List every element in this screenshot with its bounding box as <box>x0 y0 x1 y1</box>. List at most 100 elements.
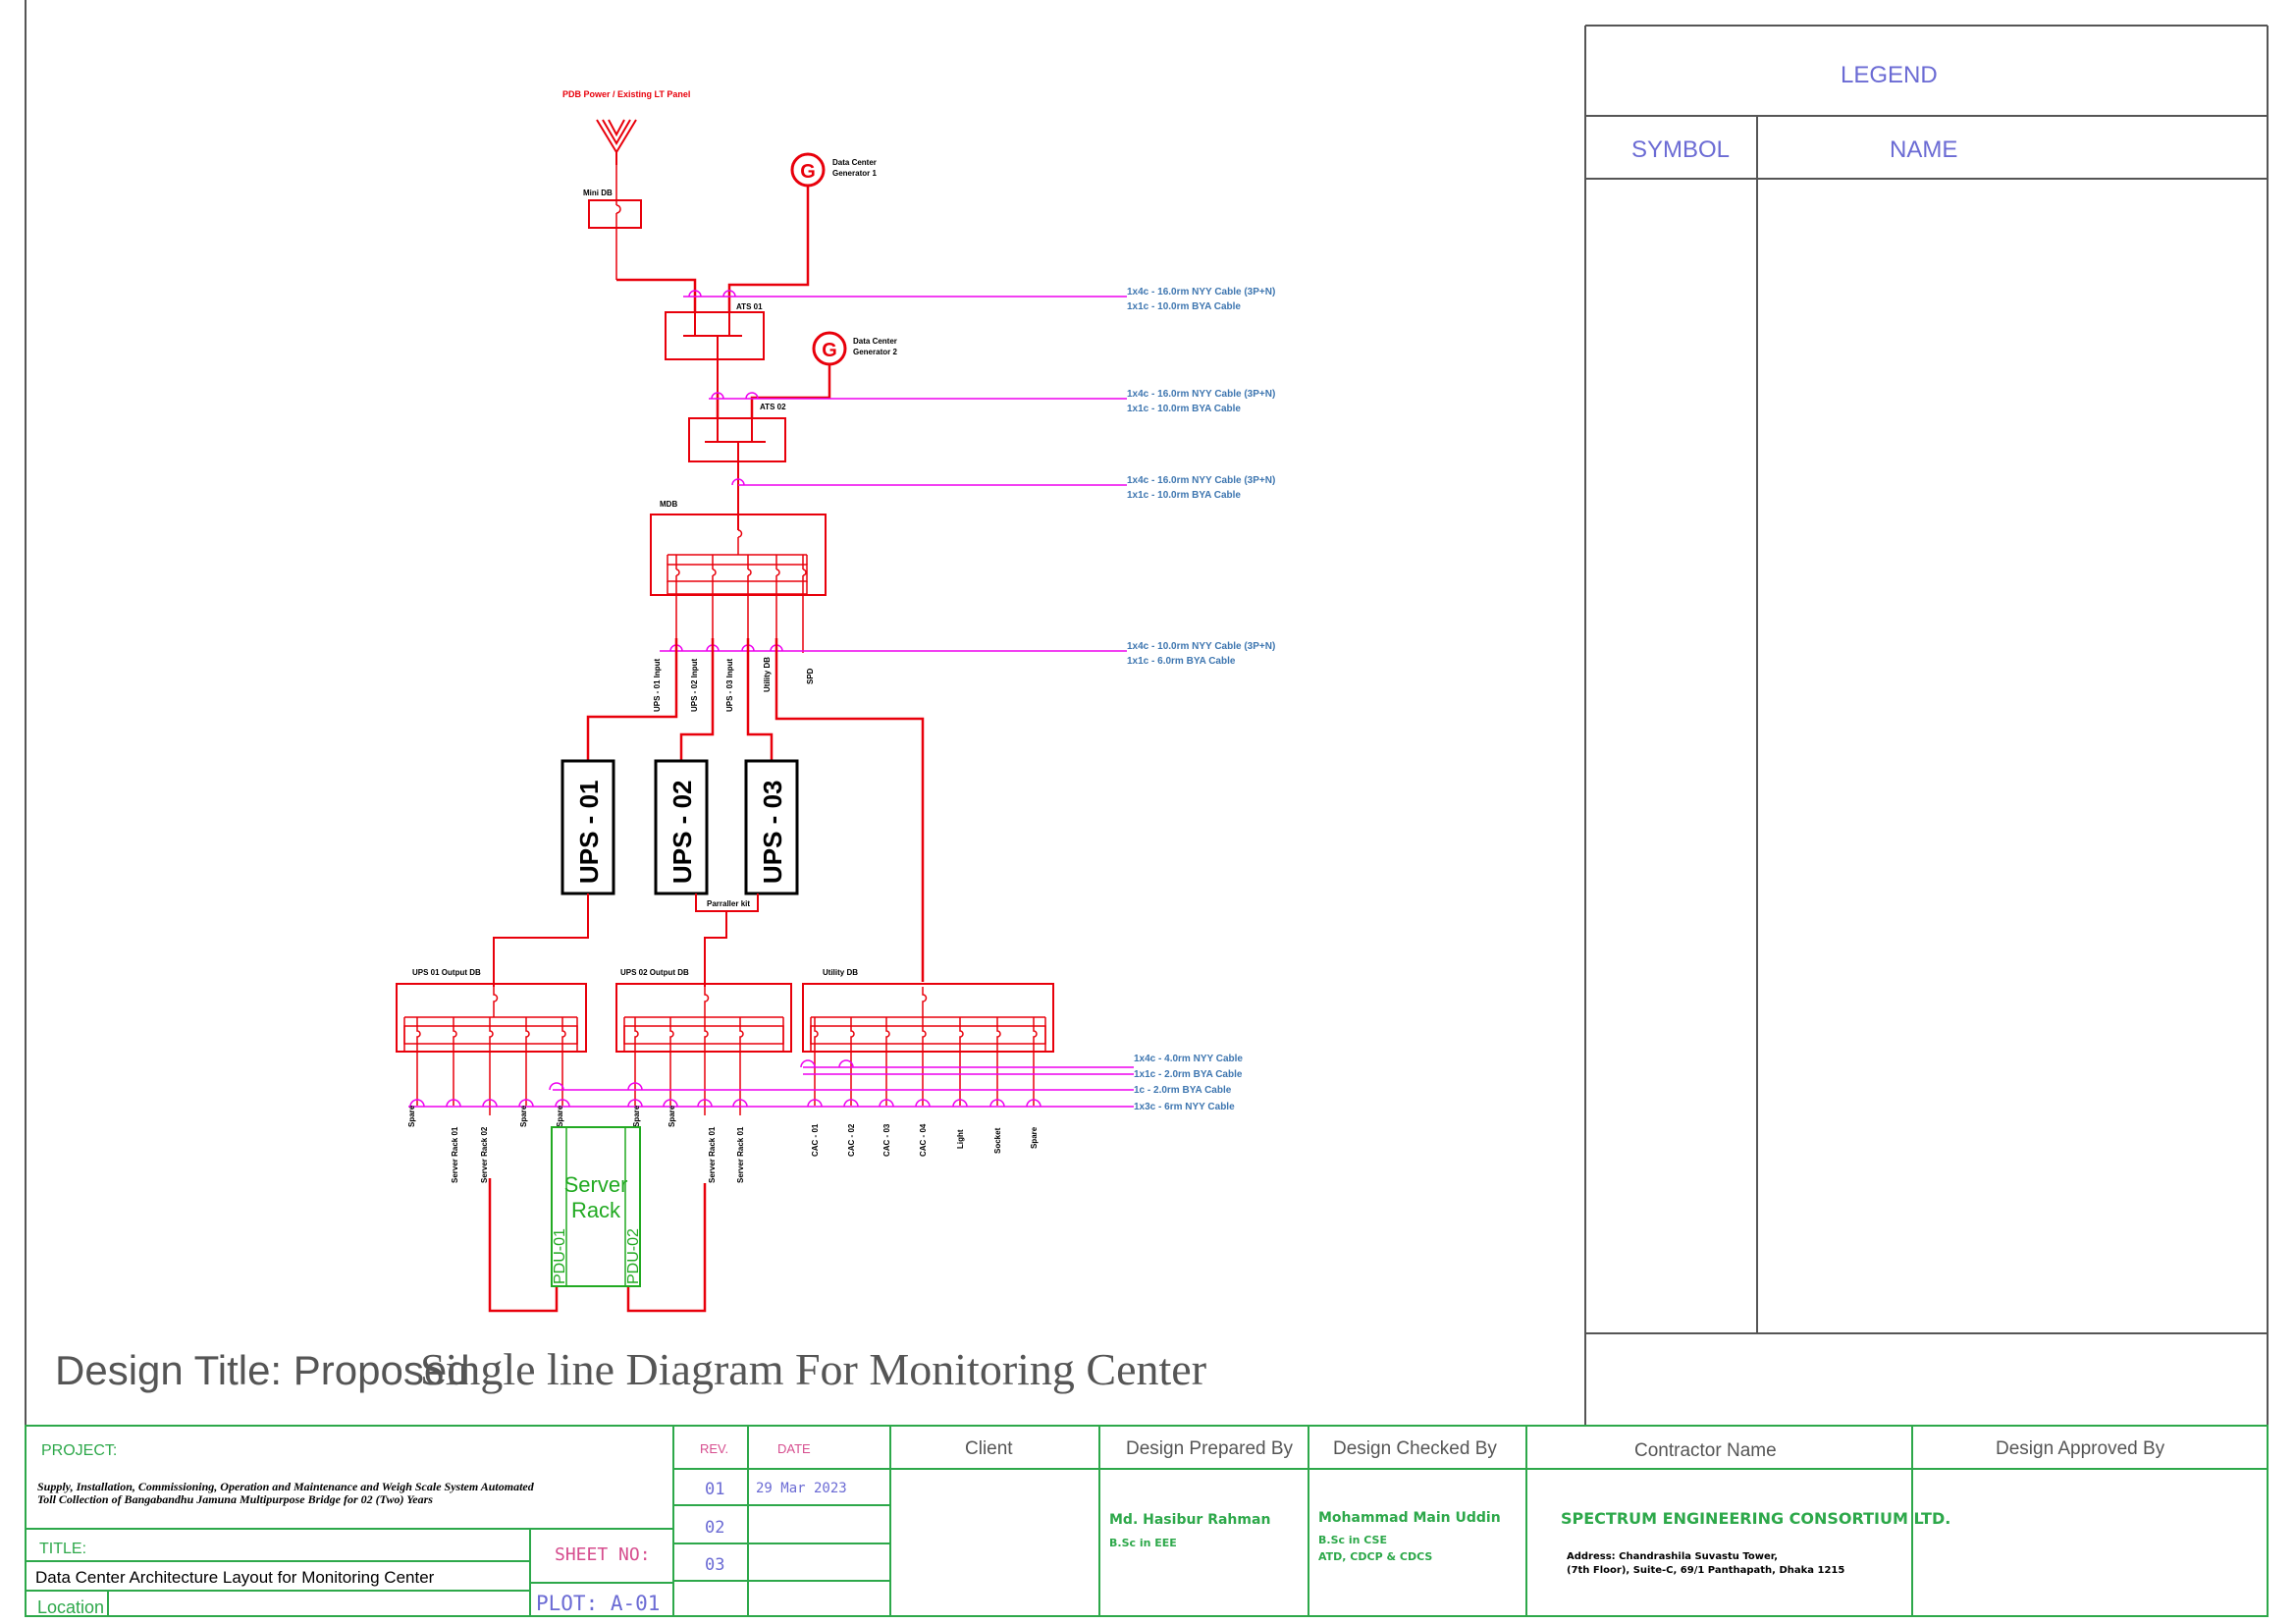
generator-2-label-line2: Generator 2 <box>853 348 897 356</box>
title-value: Data Center Architecture Layout for Moni… <box>35 1568 435 1587</box>
rev-number: 03 <box>705 1555 724 1575</box>
design-title: Design Title: Proposed Single line Diagr… <box>55 1344 1206 1394</box>
feeder-label: CAC - 03 <box>882 1123 891 1157</box>
contractor-label: Contractor Name <box>1634 1440 1777 1461</box>
cable-tap-lines <box>660 290 1127 652</box>
ups-3-label: UPS - 03 <box>758 781 787 885</box>
checked-label: Design Checked By <box>1333 1438 1497 1459</box>
feeder-label: CAC - 02 <box>847 1123 856 1157</box>
cable-label: 1x4c - 16.0rm NYY Cable (3P+N) <box>1127 475 1275 486</box>
ups-1: UPS - 01 <box>561 759 615 895</box>
ups-2: UPS - 02 <box>654 759 709 895</box>
mdb-busbar <box>667 529 808 595</box>
db-label: UPS 01 Output DB <box>412 968 481 977</box>
contractor-name: SPECTRUM ENGINEERING CONSORTIUM LTD. <box>1561 1509 1950 1528</box>
parallel-kit-label: Parraller kit <box>707 899 750 908</box>
feeder-label: CAC - 01 <box>811 1123 820 1157</box>
ups-2-label: UPS - 02 <box>667 781 697 885</box>
generator-1-label-line1: Data Center <box>832 158 877 167</box>
pdu-1-label: PDU-01 <box>552 1228 568 1284</box>
project-line-2: Toll Collection of Bangabandhu Jamuna Mu… <box>37 1492 433 1506</box>
project-label: PROJECT: <box>41 1442 117 1459</box>
db-label: UPS 02 Output DB <box>620 968 689 977</box>
feeder-label: Spare <box>1030 1126 1039 1149</box>
mdb-output-labels: UPS - 01 Input UPS - 02 Input UPS - 03 I… <box>653 657 815 712</box>
mdb-breakers <box>675 555 807 653</box>
rev-number: 02 <box>705 1518 724 1538</box>
mdb-output-label: UPS - 01 Input <box>653 658 662 712</box>
feeder-label: CAC - 04 <box>919 1123 928 1157</box>
cable-label: 1x4c - 10.0rm NYY Cable (3P+N) <box>1127 641 1275 652</box>
ats-2-label: ATS 02 <box>760 403 786 411</box>
cable-labels: 1x4c - 16.0rm NYY Cable (3P+N) 1x1c - 10… <box>1127 287 1275 1112</box>
cable-label: 1x4c - 4.0rm NYY Cable <box>1134 1054 1243 1064</box>
cable-label: 1x1c - 10.0rm BYA Cable <box>1127 301 1241 312</box>
feeder-label: Server Rack 01 <box>451 1126 459 1183</box>
prepared-label: Design Prepared By <box>1126 1438 1294 1459</box>
mdb-output-label: SPD <box>806 668 815 684</box>
ups-1-label: UPS - 01 <box>574 781 604 885</box>
server-rack: Server Rack PDU-01 PDU-02 <box>551 1126 642 1287</box>
location-label: Location <box>37 1597 104 1617</box>
source-arrow-icon <box>596 119 637 165</box>
feeder-label: Socket <box>993 1127 1002 1154</box>
feeder-label: Spare <box>667 1105 676 1127</box>
generator-1-label-line2: Generator 1 <box>832 169 877 178</box>
cable-label: 1c - 2.0rm BYA Cable <box>1134 1085 1232 1096</box>
ups-2-output-db <box>615 983 792 1053</box>
ats-1-box <box>665 311 765 360</box>
design-title-rest: Single line Diagram For Monitoring Cente… <box>420 1344 1206 1394</box>
feeder-label: Light <box>956 1129 965 1149</box>
db-outgoing-feeders <box>416 1017 1038 1115</box>
mdb-label: MDB <box>660 500 677 509</box>
plot-label: PLOT: A-01 <box>536 1592 660 1615</box>
feeder-label: Server Rack 01 <box>736 1126 745 1183</box>
pdu-2-label: PDU-02 <box>625 1228 642 1284</box>
date-header: DATE <box>777 1441 811 1456</box>
rev-header: REV. <box>700 1441 728 1456</box>
mdb-output-label: Utility DB <box>763 657 772 692</box>
rev-1-date: 29 Mar 2023 <box>756 1481 847 1496</box>
utility-db <box>802 983 1054 1053</box>
ups-1-output-db <box>396 983 587 1053</box>
contractor-address-1: Address: Chandrashila Suvastu Tower, <box>1567 1551 1778 1562</box>
feeder-labels: Spare Server Rack 01 Server Rack 02 Spar… <box>407 1105 1039 1183</box>
generator-1-icon: G <box>790 152 826 188</box>
client-label: Client <box>965 1438 1013 1459</box>
mini-db-label: Mini DB <box>583 189 613 197</box>
svg-text:G: G <box>800 161 816 183</box>
svg-text:G: G <box>822 340 837 361</box>
server-rack-label-2: Rack <box>571 1198 621 1222</box>
feeder-label: Spare <box>556 1105 564 1127</box>
server-rack-label-1: Server <box>564 1172 628 1197</box>
mdb-output-label: UPS - 02 Input <box>690 658 699 712</box>
checked-extra: ATD, CDCP & CDCS <box>1318 1550 1432 1563</box>
generator-2-label-line1: Data Center <box>853 337 897 346</box>
single-line-diagram: PDB Power / Existing LT Panel Mini DB G … <box>396 89 1275 1313</box>
contractor-address-2: (7th Floor), Suite-C, 69/1 Panthapath, D… <box>1567 1565 1844 1576</box>
approved-label: Design Approved By <box>1996 1438 2165 1459</box>
cable-label: 1x1c - 2.0rm BYA Cable <box>1134 1069 1243 1080</box>
cable-label: 1x1c - 6.0rm BYA Cable <box>1127 656 1236 667</box>
lower-cable-taps <box>408 1059 1134 1108</box>
sheet-no-label: SHEET NO: <box>555 1544 651 1565</box>
cable-label: 1x1c - 10.0rm BYA Cable <box>1127 404 1241 414</box>
feeder-label: Spare <box>632 1105 641 1127</box>
legend-title: LEGEND <box>1841 62 1938 88</box>
db-label: Utility DB <box>823 968 858 977</box>
rev-number: 01 <box>705 1480 724 1499</box>
feeder-label: Server Rack 02 <box>480 1126 489 1183</box>
source-label: PDB Power / Existing LT Panel <box>562 89 690 99</box>
cable-label: 1x1c - 10.0rm BYA Cable <box>1127 490 1241 501</box>
ups-3: UPS - 03 <box>744 759 799 895</box>
mini-db-box <box>588 199 642 229</box>
legend-name-header: NAME <box>1890 136 1957 163</box>
mdb-output-label: UPS - 03 Input <box>725 658 734 712</box>
prepared-degree: B.Sc in EEE <box>1109 1537 1177 1549</box>
feeder-label: Server Rack 01 <box>708 1126 717 1183</box>
ats-1-label: ATS 01 <box>736 302 763 311</box>
cable-label: 1x4c - 16.0rm NYY Cable (3P+N) <box>1127 389 1275 400</box>
feeder-label: Spare <box>407 1105 416 1127</box>
legend-symbol-header: SYMBOL <box>1631 136 1730 163</box>
title-label: TITLE: <box>39 1541 86 1557</box>
